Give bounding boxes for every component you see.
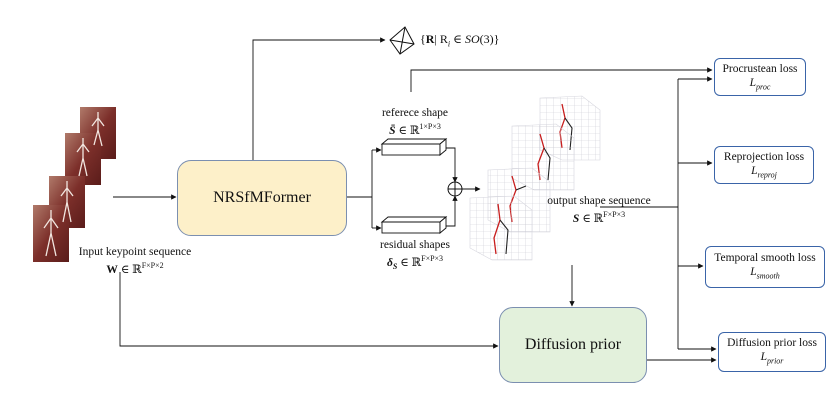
input-keypoint-label: Input keypoint sequence W ∈ ℝF×P×2 (78, 246, 192, 276)
diffusion-prior-loss-box: Diffusion prior loss Lprior (718, 332, 826, 372)
residual-shapes-token (380, 216, 448, 234)
arrow-nrsfm-to-rotation (252, 37, 386, 160)
procrustean-loss-name: Procrustean loss (722, 63, 798, 75)
output-shape-label: output shape sequence S ∈ ℝF×P×3 (547, 195, 651, 225)
residual-shapes-label: residual shapes δS ∈ ℝF×P×3 (380, 239, 450, 272)
diffusion-prior-label: Diffusion prior (524, 336, 622, 353)
arrow-rotation-to-procrustean (410, 67, 713, 92)
nrsfmformer-block: NRSfMFormer (177, 160, 347, 236)
diffusion-prior-block: Diffusion prior (499, 307, 647, 383)
nrsfmformer-label: NRSfMFormer (213, 189, 311, 206)
reprojection-loss-box: Reprojection loss Lreproj (714, 146, 814, 184)
camera-icon (389, 26, 415, 55)
output-shape-grids (469, 95, 601, 261)
add-operator-icon (447, 181, 463, 197)
procrustean-loss-box: Procrustean loss Lproc (714, 58, 806, 96)
reference-shape-token (380, 138, 448, 156)
input-keypoint-images (33, 107, 116, 262)
arrow-input-to-diffusion (119, 272, 499, 349)
temporal-smooth-loss-box: Temporal smooth loss Lsmooth (705, 246, 825, 288)
temporal-smooth-loss-name: Temporal smooth loss (714, 252, 816, 264)
diffusion-prior-loss-name: Diffusion prior loss (727, 337, 817, 349)
rotation-set-label: {R| Ri ∈ SO(3)} (420, 32, 500, 49)
reference-shape-label: referece shape S̄ ∈ ℝ1×P×3 (381, 107, 449, 137)
reprojection-loss-name: Reprojection loss (723, 151, 805, 163)
